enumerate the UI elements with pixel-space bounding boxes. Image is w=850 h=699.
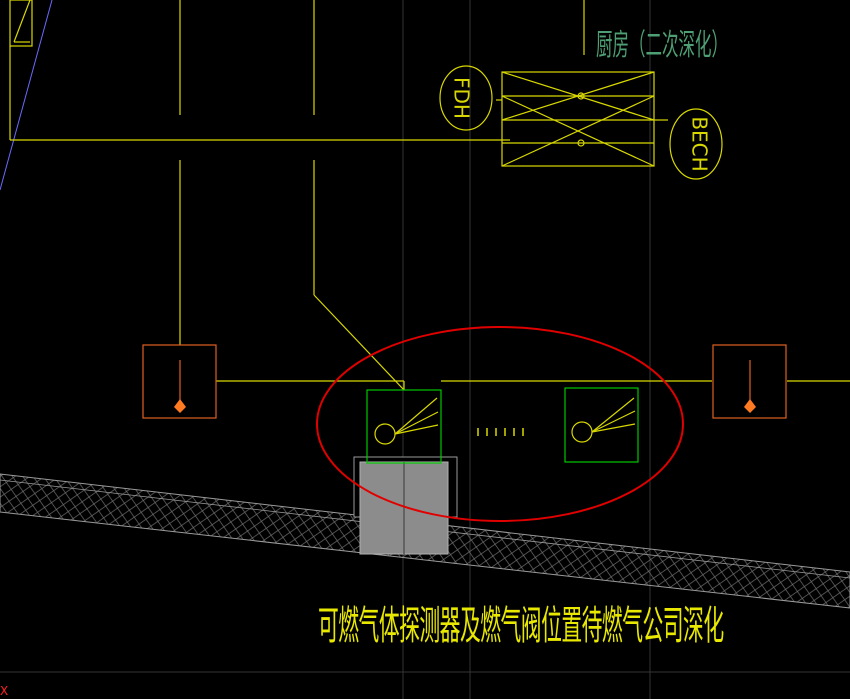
axis-mark: X: [0, 684, 9, 698]
wiring: [9, 0, 850, 391]
gas-valve-block: [353, 456, 458, 555]
device-box-right: [712, 344, 787, 419]
tag-bech: BECH: [669, 108, 723, 180]
fan-unit: [496, 71, 668, 167]
deepening-note: 可燃气体探测器及燃气阀位置待燃气公司深化: [318, 603, 724, 649]
gas-detector-right: [564, 387, 639, 463]
gas-detector-left: [366, 389, 442, 464]
tag-bech-text: BECH: [688, 116, 712, 171]
tag-fdh-text: FDH: [450, 77, 474, 119]
continuation-dashes: [477, 428, 524, 436]
top-left-symbol: [9, 0, 33, 47]
device-box-left: [142, 344, 217, 419]
highlight-ellipse: [316, 326, 684, 522]
room-label: 厨房（二次深化）: [596, 28, 728, 63]
reference-line: [0, 0, 53, 191]
tag-fdh: FDH: [439, 65, 493, 131]
